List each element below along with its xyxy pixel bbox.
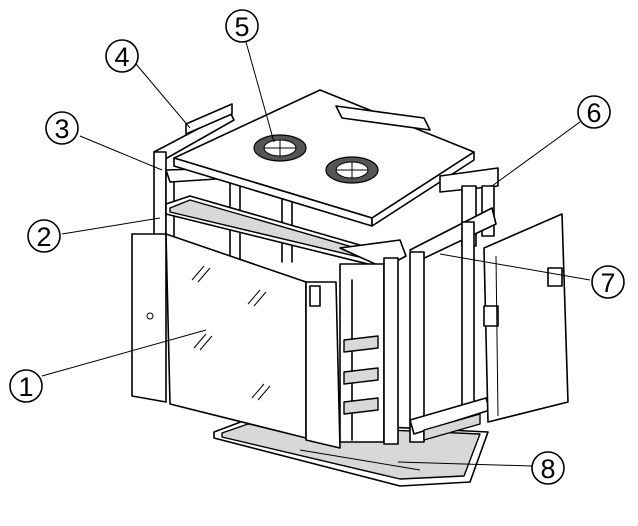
callout-6: 6 bbox=[577, 95, 611, 129]
callout-3: 3 bbox=[45, 111, 79, 145]
leader-6 bbox=[491, 121, 581, 187]
leader-7 bbox=[439, 253, 591, 281]
leader-3 bbox=[79, 135, 163, 171]
leader-4 bbox=[135, 63, 191, 129]
callout-2: 2 bbox=[27, 219, 61, 253]
fan-left bbox=[253, 134, 307, 162]
top-cover bbox=[173, 89, 475, 227]
callout-4: 4 bbox=[105, 39, 139, 73]
callout-7: 7 bbox=[591, 265, 625, 299]
callout-4-label: 4 bbox=[114, 42, 129, 72]
leader-2 bbox=[61, 217, 161, 235]
callout-5: 5 bbox=[225, 9, 259, 43]
callout-7-label: 7 bbox=[600, 268, 615, 298]
glass-front-door bbox=[131, 233, 341, 449]
callout-2-label: 2 bbox=[36, 222, 51, 252]
callout-6-label: 6 bbox=[586, 98, 601, 128]
leader-1 bbox=[41, 329, 207, 377]
callout-5-label: 5 bbox=[234, 12, 249, 42]
leader-5 bbox=[245, 41, 275, 143]
fan-right bbox=[325, 156, 379, 184]
side-panel bbox=[483, 213, 569, 423]
callout-8-label: 8 bbox=[540, 454, 555, 484]
cabinet-body bbox=[165, 195, 407, 445]
callout-1: 1 bbox=[9, 369, 43, 403]
callout-3-label: 3 bbox=[54, 114, 69, 144]
callout-8: 8 bbox=[531, 451, 565, 485]
leader-8 bbox=[397, 461, 533, 467]
callout-1-label: 1 bbox=[18, 372, 33, 402]
leader-lines bbox=[41, 41, 591, 467]
front-door-frame bbox=[409, 207, 497, 443]
